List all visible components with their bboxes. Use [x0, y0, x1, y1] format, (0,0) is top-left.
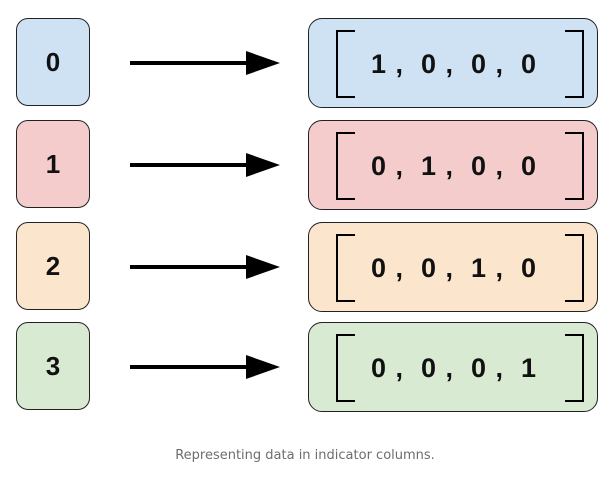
bracket-icon	[336, 30, 584, 98]
encoding-row-0: 0 1 , 0 , 0 , 0	[0, 18, 610, 108]
encoding-row-2: 2 0 , 0 , 1 , 0	[0, 222, 610, 312]
indicator-vector-box: 0 , 1 , 0 , 0	[308, 120, 598, 210]
category-label-box: 3	[16, 322, 90, 410]
encoding-row-3: 3 0 , 0 , 0 , 1	[0, 322, 610, 412]
category-label: 3	[45, 350, 61, 381]
figure-caption: Representing data in indicator columns.	[175, 448, 435, 463]
encoding-row-1: 1 0 , 1 , 0 , 0	[0, 120, 610, 210]
category-label: 2	[45, 250, 61, 281]
category-label-box: 1	[16, 120, 90, 208]
bracket-icon	[336, 234, 584, 302]
indicator-vector: 0 , 1 , 0 , 0	[370, 150, 538, 181]
indicator-vector: 0 , 0 , 1 , 0	[370, 252, 538, 283]
right-arrow-icon	[130, 51, 280, 75]
right-arrow-icon	[130, 153, 280, 177]
indicator-vector-box: 0 , 0 , 1 , 0	[308, 222, 598, 312]
category-label: 1	[45, 148, 61, 179]
indicator-vector: 1 , 0 , 0 , 0	[370, 48, 538, 79]
bracket-icon	[336, 334, 584, 402]
category-label-box: 0	[16, 18, 90, 106]
bracket-icon	[336, 132, 584, 200]
indicator-vector-box: 0 , 0 , 0 , 1	[308, 322, 598, 412]
category-label-box: 2	[16, 222, 90, 310]
indicator-vector: 0 , 0 , 0 , 1	[370, 352, 538, 383]
right-arrow-icon	[130, 255, 280, 279]
right-arrow-icon	[130, 355, 280, 379]
category-label: 0	[45, 46, 61, 77]
indicator-vector-box: 1 , 0 , 0 , 0	[308, 18, 598, 108]
